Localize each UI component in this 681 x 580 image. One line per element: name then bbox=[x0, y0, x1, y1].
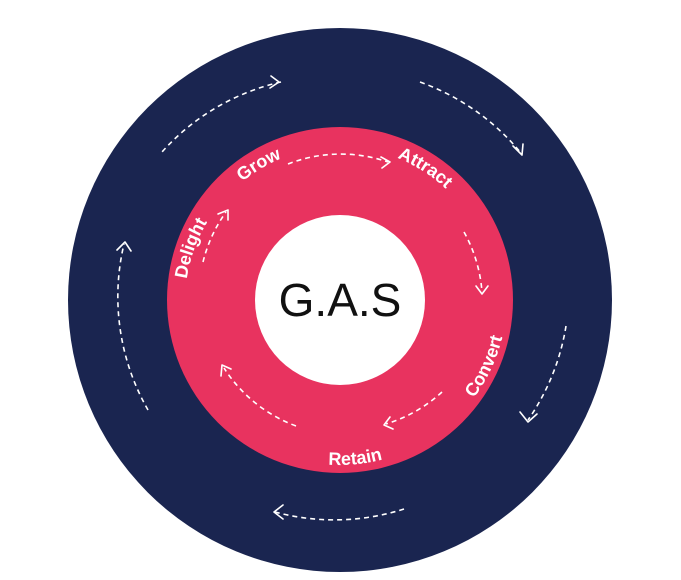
outer-flow-arrows bbox=[116, 75, 567, 521]
arrow-head-measure bbox=[519, 411, 538, 423]
arrow-head-grow bbox=[217, 209, 229, 221]
arrow-technology-to-data bbox=[117, 243, 149, 411]
arrow-head-marketing bbox=[512, 143, 524, 156]
arrow-grow-to-attract bbox=[287, 153, 389, 165]
arrow-marketing-to-measure bbox=[527, 325, 567, 421]
arrow-convert-to-retain bbox=[385, 391, 443, 425]
center-circle bbox=[255, 215, 425, 385]
arrow-head-delight bbox=[220, 364, 232, 377]
arrow-retain-to-delight bbox=[223, 367, 297, 427]
arrow-head-strategy bbox=[269, 75, 280, 89]
arrow-attract-to-convert bbox=[463, 231, 483, 293]
arrow-head-technology bbox=[273, 504, 284, 520]
middle-flow-arrows bbox=[202, 153, 489, 430]
arrow-strategy-to-marketing bbox=[419, 81, 522, 154]
arrow-head-convert bbox=[475, 285, 489, 295]
center-label: G.A.S bbox=[279, 274, 402, 326]
arrow-head-attract bbox=[380, 156, 391, 169]
arrow-head-retain bbox=[383, 416, 394, 430]
arrow-delight-to-grow bbox=[202, 211, 227, 263]
arrow-head-data bbox=[116, 241, 132, 252]
arrow-measure-to-technology bbox=[274, 508, 405, 521]
